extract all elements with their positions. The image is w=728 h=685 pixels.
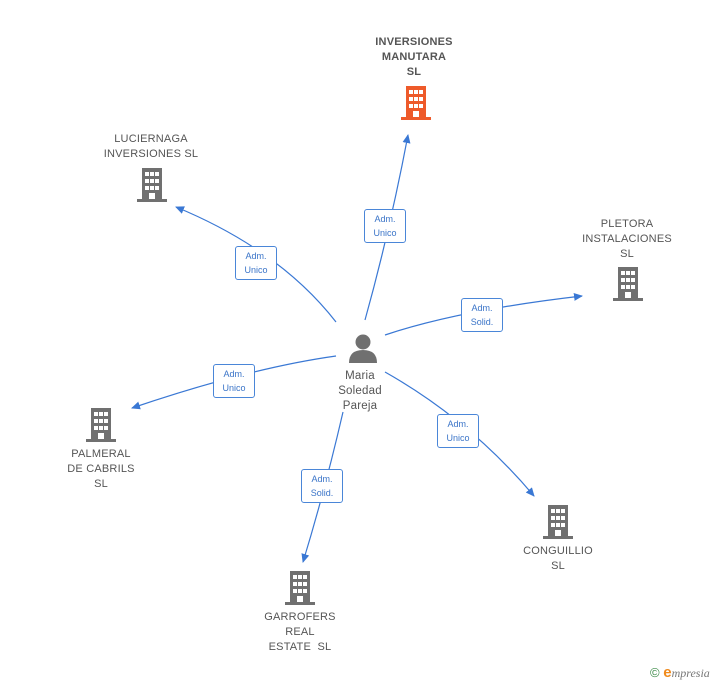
building-icon[interactable] [401, 86, 431, 120]
center-person-label[interactable]: Maria Soledad Pareja [338, 370, 382, 412]
copyright-icon: © [650, 665, 660, 680]
edge-label-luciernaga: Adm. Unico [235, 246, 277, 280]
edge-label-conguillio: Adm. Unico [437, 414, 479, 448]
node-label-conguillio[interactable]: CONGUILLIO SL [523, 545, 593, 572]
node-label-luciernaga[interactable]: LUCIERNAGA INVERSIONES SL [103, 133, 199, 160]
edge-label-inversiones: Adm. Unico [364, 209, 406, 243]
building-icon[interactable] [137, 168, 167, 202]
node-label-inversiones[interactable]: INVERSIONES MANUTARA SL [375, 36, 453, 78]
edge-label-pletora: Adm. Solid. [461, 298, 503, 332]
brand-initial: e [663, 664, 672, 681]
person-icon[interactable] [347, 333, 379, 363]
building-icon[interactable] [543, 505, 573, 539]
building-icon[interactable] [613, 267, 643, 301]
building-icon[interactable] [285, 571, 315, 605]
node-label-pletora[interactable]: PLETORA INSTALACIONES SL [582, 218, 672, 260]
building-icon[interactable] [86, 408, 116, 442]
edge-label-palmeral: Adm. Unico [213, 364, 255, 398]
brand-name: mpresia [671, 666, 710, 680]
edge-label-garrofers: Adm. Solid. [301, 469, 343, 503]
footer-brand[interactable]: © empresia [650, 664, 710, 681]
node-label-palmeral[interactable]: PALMERAL DE CABRILS SL [67, 448, 135, 490]
node-label-garrofers[interactable]: GARROFERS REAL ESTATE SL [264, 611, 336, 653]
